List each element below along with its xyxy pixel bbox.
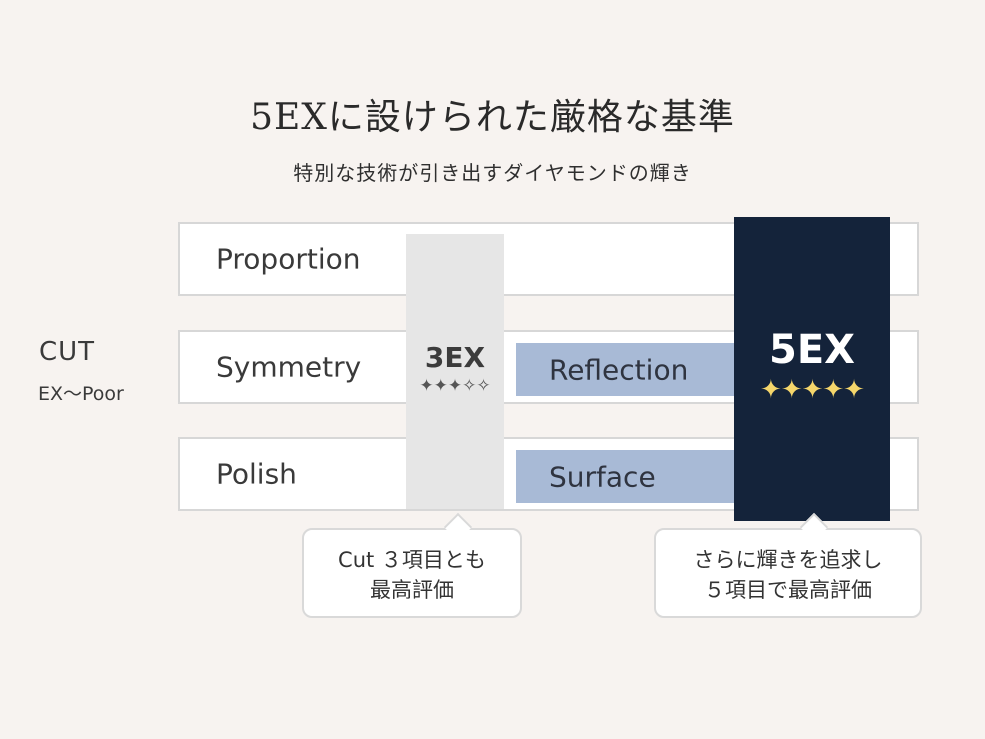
bar-surface: Surface [516, 450, 738, 503]
callout-5ex: さらに輝きを追求し ５項目で最高評価 [654, 512, 922, 618]
page-subtitle: 特別な技術が引き出すダイヤモンドの輝き [293, 161, 692, 185]
row-label-proportion: Proportion [216, 242, 361, 276]
grade-3ex-stars-icon: ✦✦✦✧✧ [419, 376, 491, 396]
cut-label: CUT [39, 337, 96, 367]
bar-label-reflection: Reflection [549, 353, 689, 386]
grade-3ex-label: 3EX [424, 341, 486, 374]
grade-5ex-label: 5EX [769, 327, 855, 373]
page-title: 5EXに設けられた厳格な基準 [250, 97, 735, 138]
bar-label-surface: Surface [549, 460, 656, 493]
grade-5ex-column: 5EX ✦✦✦✦✦ [734, 217, 890, 521]
grade-5ex-stars-icon: ✦✦✦✦✦ [760, 375, 865, 405]
callout-pointer-icon [443, 512, 473, 542]
row-label-symmetry: Symmetry [216, 350, 362, 384]
callout-5ex-line1: さらに輝きを追求し [693, 548, 883, 572]
callout-3ex: Cut ３項目とも 最高評価 [302, 512, 522, 618]
cut-range-label: EX〜Poor [38, 383, 124, 405]
callout-5ex-line2: ５項目で最高評価 [704, 578, 872, 602]
row-label-polish: Polish [216, 457, 297, 491]
bar-reflection: Reflection [516, 343, 738, 396]
callout-3ex-line1: Cut ３項目とも [338, 548, 486, 572]
grade-3ex-column: 3EX ✦✦✦✧✧ [406, 234, 504, 509]
callout-3ex-line2: 最高評価 [370, 578, 454, 602]
